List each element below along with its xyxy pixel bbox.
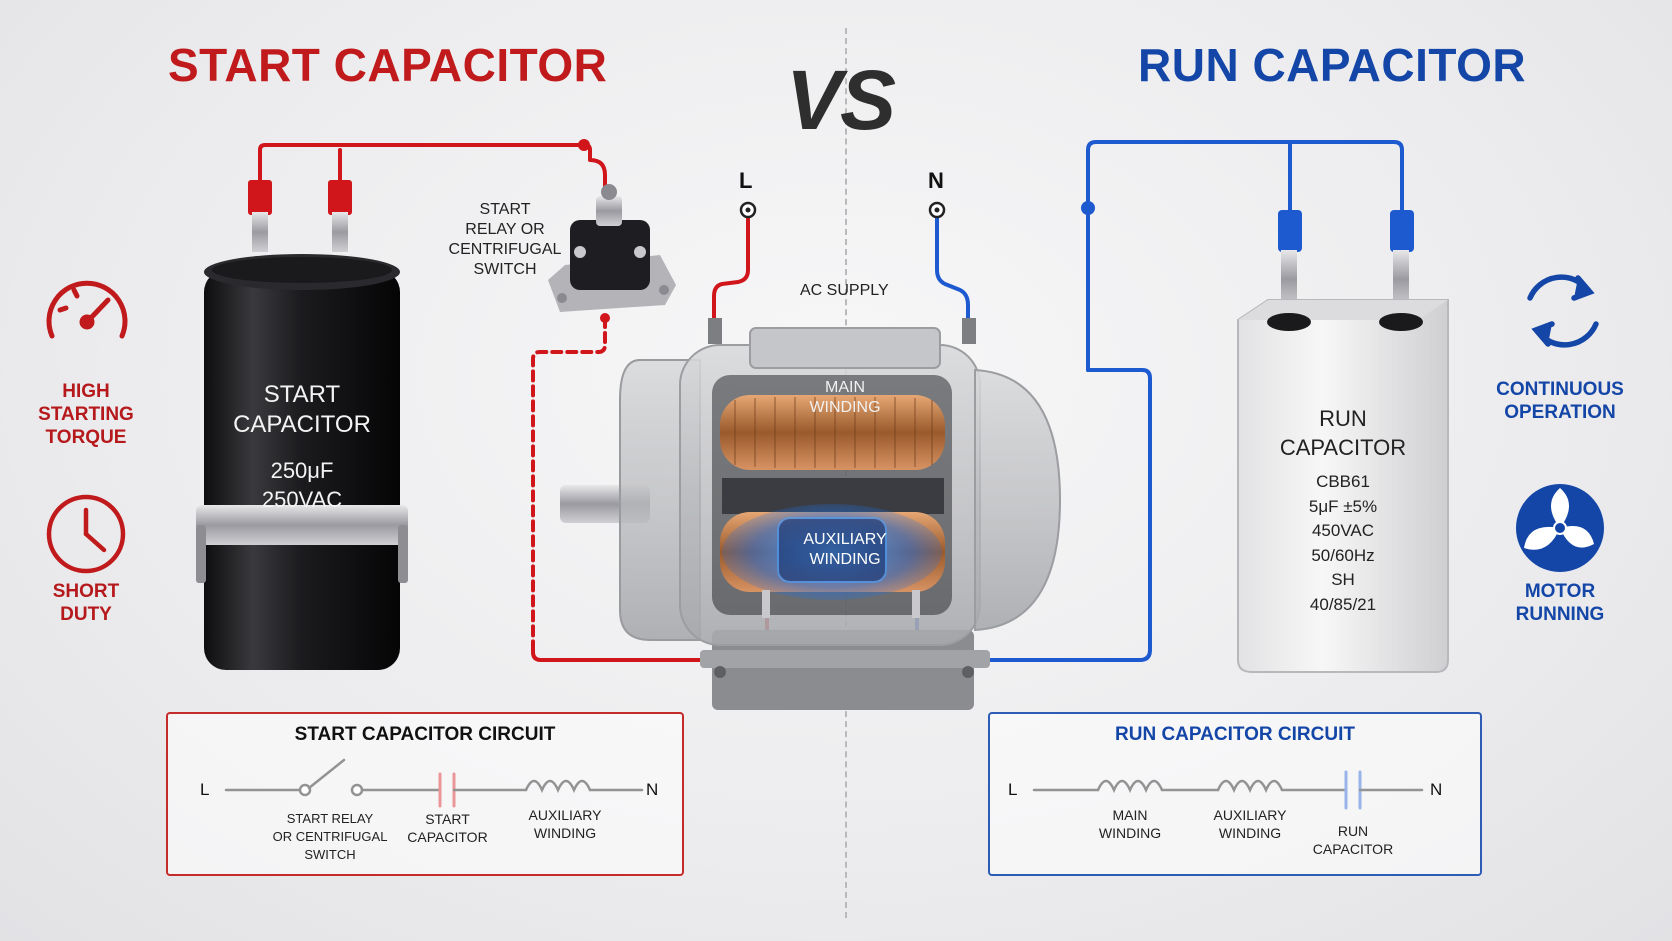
supply-terminals (739, 201, 946, 219)
line-terminal-label: L (739, 168, 753, 193)
start-circuit-winding-label: AUXILIARY WINDING (528, 807, 602, 841)
short-duty-label: SHORT DUTY (52, 581, 120, 625)
start-relay-body (548, 184, 676, 312)
run-circuit-title: RUN CAPACITOR CIRCUIT (1115, 724, 1355, 745)
main-winding-label: MAIN WINDING (809, 379, 881, 416)
start-capacitor-label: START CAPACITOR (233, 381, 371, 438)
start-capacitor-body (196, 180, 408, 670)
start-circuit-switch-label: START RELAY OR CENTRIFUGAL SWITCH (272, 811, 388, 862)
clock-icon (46, 494, 126, 574)
gauge-icon (46, 280, 128, 339)
run-circuit-main-label: MAIN WINDING (1098, 807, 1162, 841)
neutral-terminal-label: N (928, 168, 944, 193)
motor-body (560, 318, 1062, 710)
continuous-operation-label: CONTINUOUS OPERATION (1496, 379, 1624, 423)
start-circuit-title: START CAPACITOR CIRCUIT (294, 724, 556, 745)
run-circuit-l-terminal: L (1008, 780, 1018, 799)
start-circuit-l-terminal: L (200, 780, 210, 799)
motor-running-label: MOTOR RUNNING (1515, 581, 1605, 625)
start-circuit-cap-label: START CAPACITOR (407, 811, 488, 845)
ac-supply-label: AC SUPPLY (800, 282, 889, 299)
run-circuit-cap-label: RUN CAPACITOR (1312, 823, 1394, 857)
cycle-arrows-icon (1527, 274, 1599, 348)
start-capacitor-title: START CAPACITOR (168, 39, 608, 91)
run-circuit-aux-label: AUXILIARY WINDING (1213, 807, 1287, 841)
vs-label: VS (786, 53, 896, 147)
run-capacitor-label: RUN CAPACITOR (1279, 406, 1407, 460)
high-starting-torque-label: HIGH STARTING TORQUE (38, 381, 134, 448)
run-capacitor-rating: CBB61 5μF ±5% 450VAC 50/60Hz SH 40/85/21 (1308, 472, 1378, 614)
start-relay-label: START RELAY OR CENTRIFUGAL SWITCH (448, 201, 562, 278)
run-capacitor-body (1237, 210, 1449, 673)
start-circuit-box: START CAPACITOR CIRCUIT (166, 712, 684, 876)
run-capacitor-title: RUN CAPACITOR (1138, 39, 1527, 91)
start-capacitor-rating: 250μF 250VAC (261, 458, 343, 512)
fan-icon (1516, 484, 1604, 572)
start-circuit-n-terminal: N (646, 780, 659, 799)
run-circuit-n-terminal: N (1430, 780, 1443, 799)
run-circuit-box: RUN CAPACITOR CIRCUIT (988, 712, 1482, 876)
auxiliary-winding-label: AUXILIARY WINDING (803, 531, 887, 568)
